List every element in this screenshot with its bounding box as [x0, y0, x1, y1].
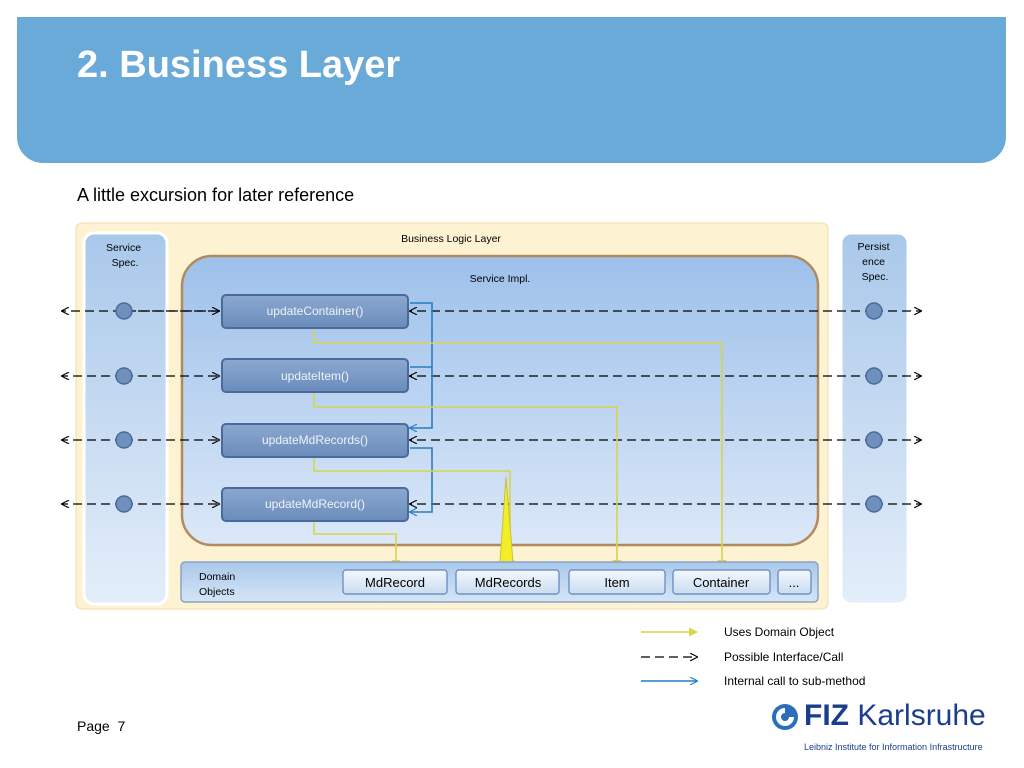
service-impl-label: Service Impl.	[470, 273, 531, 285]
header-banner	[17, 17, 1006, 163]
domain-object-mdrecords	[455, 569, 560, 595]
method-box-update-mdrecords	[221, 423, 409, 458]
internal-call-arrow	[410, 302, 433, 428]
domain-usage-arrow	[313, 328, 727, 569]
page-number: Page 7	[77, 718, 125, 734]
legend-uses-domain-label: Uses Domain Object	[724, 625, 835, 639]
domain-object-label: MdRecord	[365, 575, 425, 590]
page-label: Page	[77, 718, 110, 734]
domain-object-label: Container	[693, 575, 750, 590]
internal-call-arrows	[410, 302, 433, 512]
logo-tagline: Leibniz Institute for Information Infras…	[804, 742, 983, 752]
method-label: updateContainer()	[267, 304, 364, 318]
domain-objects-label: Domain Objects	[199, 571, 238, 598]
domain-object-container	[672, 569, 771, 595]
slide-title: 2. Business Layer	[77, 44, 401, 86]
business-logic-layer-label: Business Logic Layer	[401, 233, 501, 245]
legend-internal-call-label: Internal call to sub-method	[724, 674, 865, 688]
domain-object-label: ...	[789, 575, 800, 590]
interface-ports	[115, 302, 883, 513]
method-box-update-mdrecord	[221, 487, 409, 522]
fiz-swirl-icon	[772, 704, 798, 730]
persistence-spec-label: Persist ence Spec.	[857, 241, 892, 283]
fiz-logo: FIZ Karlsruhe Leibniz Institute for Info…	[770, 698, 994, 760]
service-spec-label: Service Spec.	[106, 242, 144, 269]
interface-port	[865, 302, 883, 320]
domain-object-item	[568, 569, 666, 595]
interface-port	[865, 367, 883, 385]
method-box-update-item	[221, 358, 409, 393]
service-spec-column	[82, 231, 169, 606]
interface-port	[115, 431, 133, 449]
interface-port	[865, 495, 883, 513]
interface-port	[115, 302, 133, 320]
logo-name-rest: Karlsruhe	[857, 699, 986, 732]
domain-object-more	[777, 569, 812, 595]
interface-port	[865, 431, 883, 449]
domain-usage-arrow	[313, 521, 401, 569]
domain-object-boxes: MdRecord MdRecords Item Container ...	[342, 569, 812, 595]
domain-object-mdrecord	[342, 569, 448, 595]
domain-object-label: MdRecords	[475, 575, 542, 590]
slide-subtitle: A little excursion for later reference	[77, 185, 355, 205]
method-boxes: updateContainer() updateItem() updateMdR…	[221, 294, 409, 522]
interface-port	[115, 367, 133, 385]
method-box-update-container	[221, 294, 409, 329]
method-label: updateItem()	[281, 369, 349, 383]
method-label: updateMdRecords()	[262, 433, 368, 447]
domain-object-label: Item	[604, 575, 629, 590]
legend: Uses Domain Object Possible Interface/Ca…	[641, 625, 865, 688]
logo-name-bold: FIZ	[804, 699, 849, 732]
page-number-value: 7	[117, 718, 126, 734]
legend-possible-interface-label: Possible Interface/Call	[724, 650, 843, 664]
internal-call-arrow	[410, 447, 433, 512]
logo-wordmark: FIZ Karlsruhe	[804, 698, 986, 734]
method-label: updateMdRecord()	[265, 497, 365, 511]
interface-port	[115, 495, 133, 513]
persistence-spec-column	[839, 231, 910, 606]
domain-usage-arrow	[313, 393, 622, 569]
